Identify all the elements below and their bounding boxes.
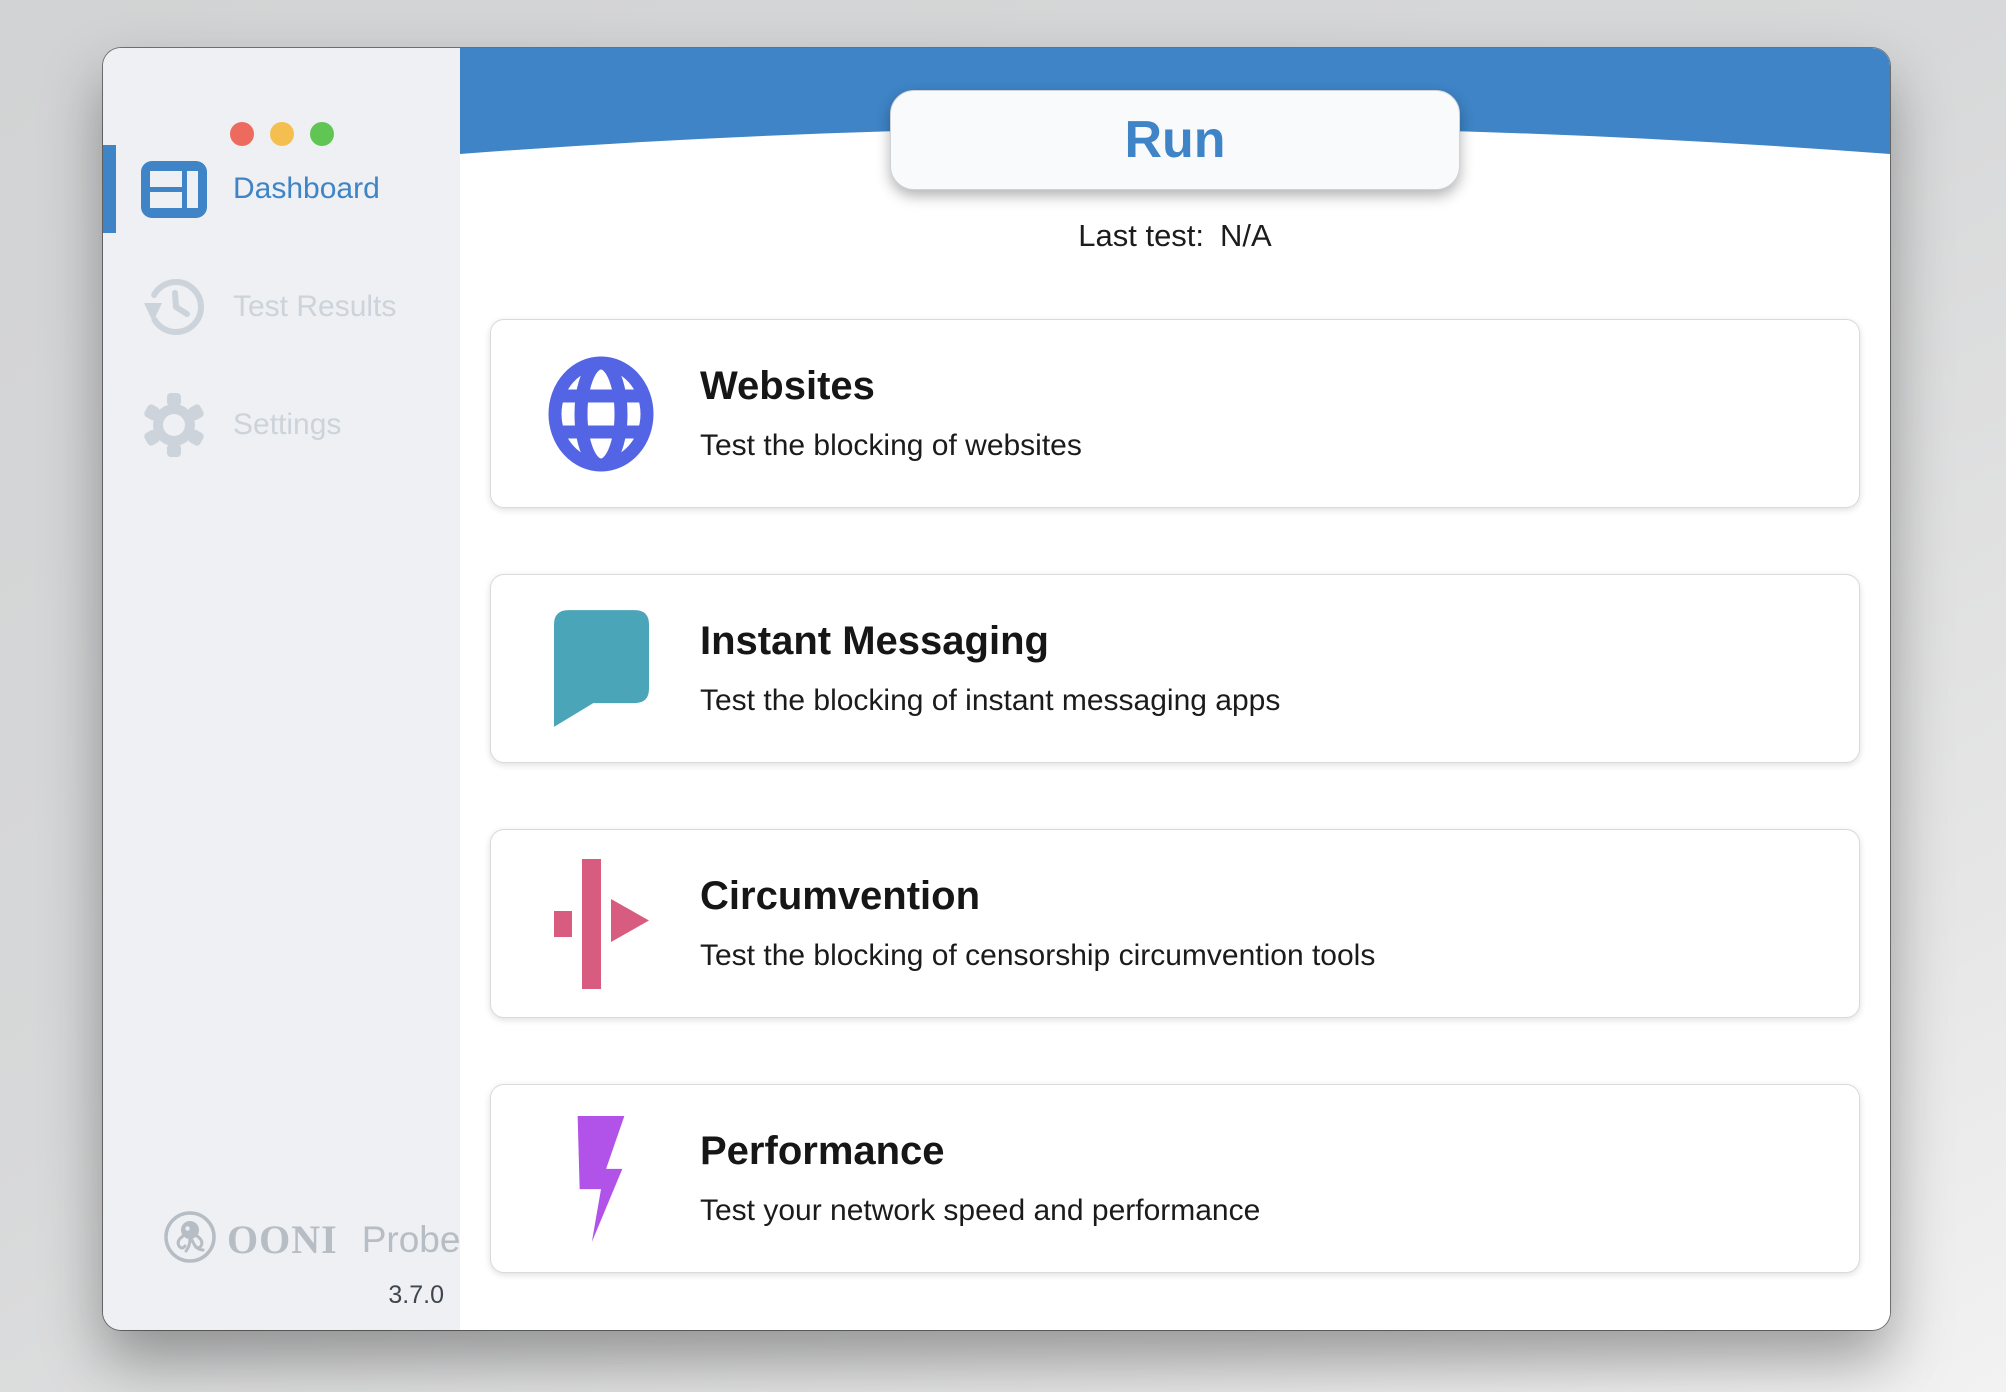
header-band: Run [460,48,1890,190]
sidebar-item-label: Test Results [233,290,397,323]
chat-bubble-icon [536,610,666,727]
test-card-circumvention[interactable]: Circumvention Test the blocking of censo… [490,829,1860,1018]
sidebar-item-label: Settings [233,408,342,441]
test-card-instant-messaging[interactable]: Instant Messaging Test the blocking of i… [490,574,1860,763]
sidebar-item-settings[interactable]: Settings [103,380,460,470]
circumvention-arrow-icon [536,858,666,989]
lightning-bolt-icon [536,1115,666,1242]
ooni-probe-logo: OONI Probe [163,1210,460,1269]
globe-icon [536,354,666,474]
sidebar: Dashboard Test Results [103,48,460,1330]
history-icon [141,274,207,340]
card-subtitle: Test the blocking of websites [700,429,1082,462]
minimize-button[interactable] [270,122,294,146]
card-title: Circumvention [700,874,981,918]
card-title: Performance [700,1129,945,1173]
card-subtitle: Test your network speed and performance [700,1194,1261,1227]
gear-icon [141,392,207,458]
last-test-label: Last test: [1078,218,1205,253]
test-card-list: Websites Test the blocking of websites I… [460,319,1890,1273]
test-card-performance[interactable]: Performance Test your network speed and … [490,1084,1860,1273]
card-subtitle: Test the blocking of censorship circumve… [700,939,1376,972]
card-title: Websites [700,364,875,408]
sidebar-nav: Dashboard Test Results [103,144,460,470]
brand-product-text: Probe [361,1218,461,1260]
ooni-octopus-icon [163,1210,217,1269]
traffic-lights [230,122,334,146]
sidebar-item-test-results[interactable]: Test Results [103,262,460,352]
zoom-button[interactable] [310,122,334,146]
sidebar-item-dashboard[interactable]: Dashboard [103,144,460,234]
card-subtitle: Test the blocking of instant messaging a… [700,684,1281,717]
sidebar-item-label: Dashboard [233,172,380,205]
card-title: Instant Messaging [700,619,1049,663]
app-window: Dashboard Test Results [103,48,1890,1330]
main-content: Run Last test: N/A [460,48,1890,1330]
run-button[interactable]: Run [890,90,1460,190]
sidebar-footer: OONI Probe 3.7.0 [163,1210,460,1310]
brand-org-text: OONI [227,1217,338,1262]
last-test-status: Last test: N/A [460,216,1890,256]
last-test-value: N/A [1220,218,1272,253]
test-card-websites[interactable]: Websites Test the blocking of websites [490,319,1860,508]
active-indicator [103,145,116,233]
close-button[interactable] [230,122,254,146]
app-version: 3.7.0 [388,1281,444,1309]
dashboard-icon [141,160,207,218]
